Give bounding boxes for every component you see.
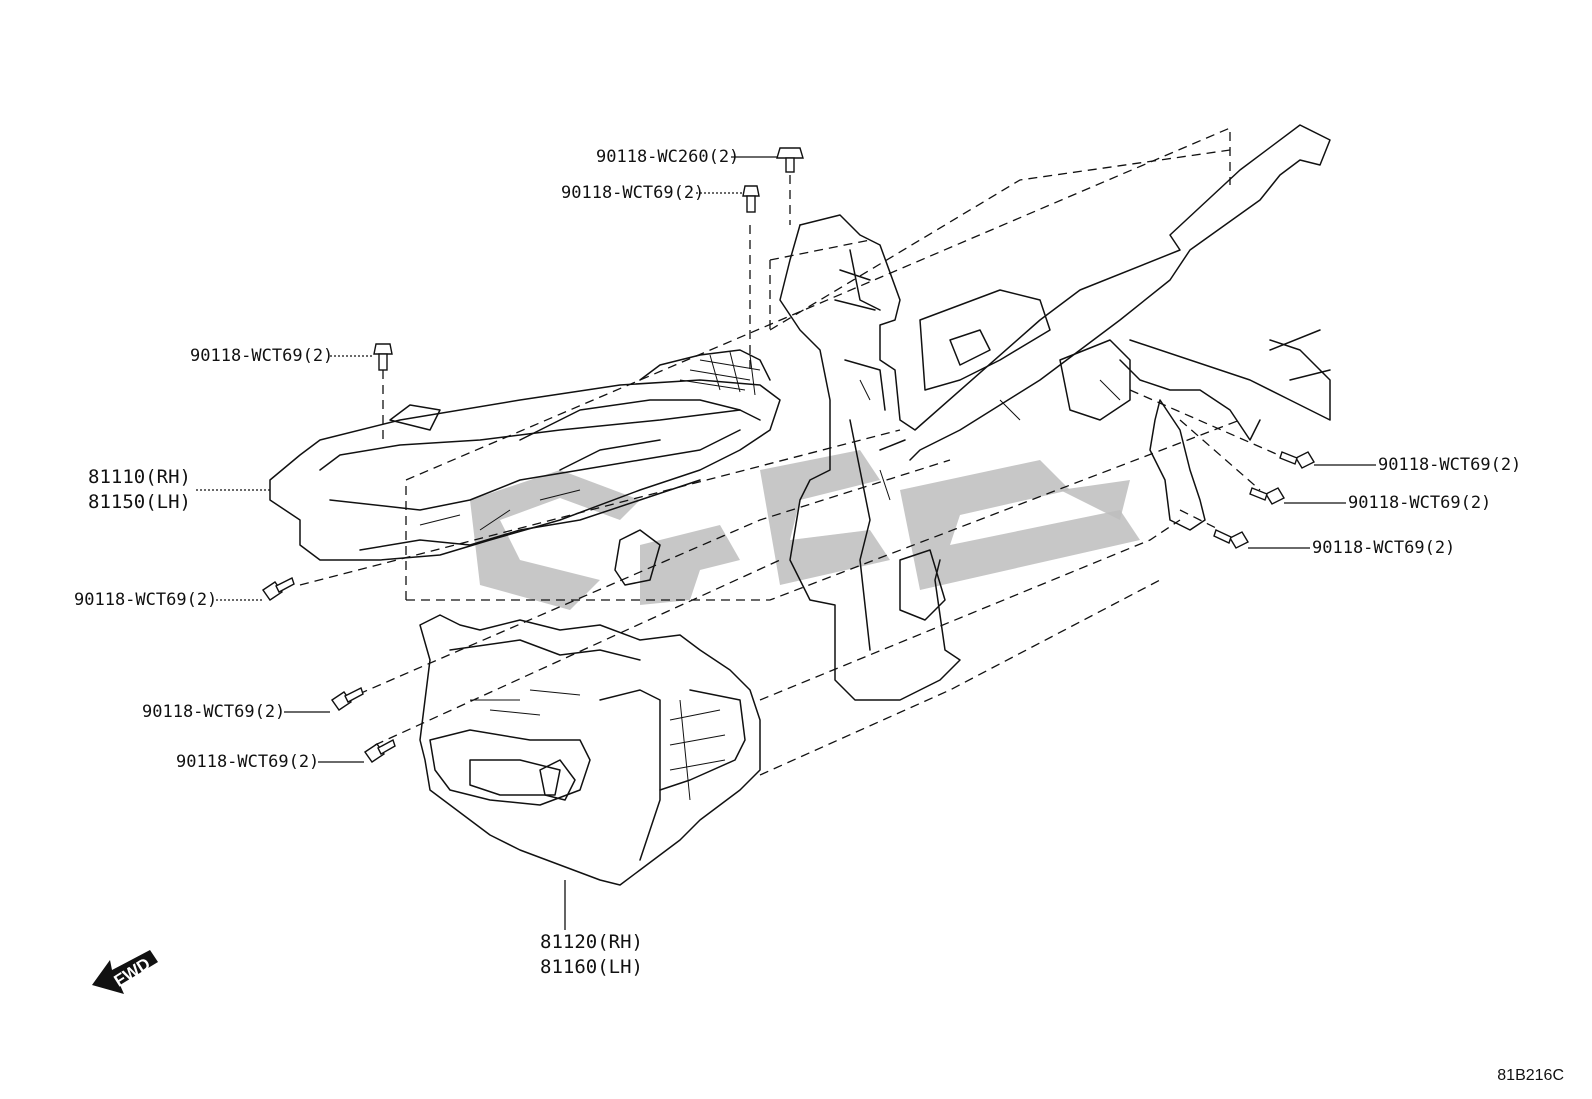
bolt-wct69-head-upper: [373, 343, 393, 371]
bolt-wct69-right-2: [1249, 487, 1285, 505]
headlamp-part-number-lh: 81150(LH): [88, 491, 191, 513]
foglamp-part-number-rh: 81120(RH): [540, 931, 643, 953]
fwd-arrow-icon: FWD: [92, 950, 158, 994]
callout-bolt-head-lower: 90118-WCT69(2): [74, 590, 218, 610]
callout-bolt-fog-upper: 90118-WCT69(2): [142, 702, 286, 722]
headlamp-part-number-rh: 81110(RH): [88, 466, 191, 488]
bolt-wct69-head-lower: [262, 577, 295, 601]
bolt-wct69-right-3: [1213, 529, 1249, 549]
bolt-wc260-top: [776, 147, 804, 173]
radiator-support-frame: [779, 124, 1331, 701]
foglamp-part-number-lh: 81160(LH): [540, 956, 643, 978]
callout-bolt-right-3: 90118-WCT69(2): [1312, 538, 1456, 558]
callout-bolt-right-1: 90118-WCT69(2): [1378, 455, 1522, 475]
callout-bolt-head-upper: 90118-WCT69(2): [190, 346, 334, 366]
watermark-logo: [470, 450, 1140, 610]
bolt-wct69-top: [742, 185, 760, 213]
headlamp-assembly: [269, 349, 781, 586]
alignment-lines: [299, 127, 1291, 776]
foglamp-assembly: [419, 614, 761, 886]
callout-bolt-wct69-top: 90118-WCT69(2): [561, 183, 705, 203]
bolt-wct69-right-1: [1279, 451, 1315, 469]
bolt-wct69-fog-upper: [331, 687, 364, 711]
diagram-code: 81B216C: [1497, 1067, 1564, 1084]
bolt-wct69-fog-lower: [364, 738, 396, 763]
callout-bolt-right-2: 90118-WCT69(2): [1348, 493, 1492, 513]
callout-bolt-fog-lower: 90118-WCT69(2): [176, 752, 320, 772]
leader-lines: [196, 156, 1376, 930]
callout-bolt-wc260-top: 90118-WC260(2): [596, 147, 740, 167]
